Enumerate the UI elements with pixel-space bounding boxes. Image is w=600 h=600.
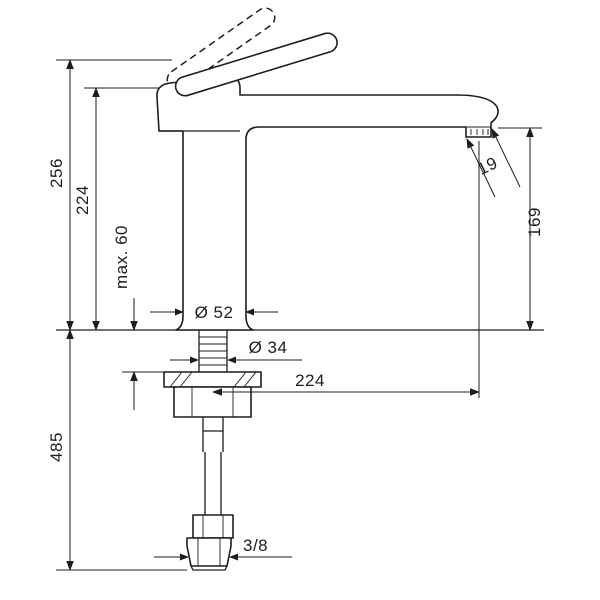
- dim-label-connection-thread: 3/8: [243, 536, 268, 555]
- connector-nut-facets: [197, 538, 221, 566]
- dim-upper-height: 224: [73, 87, 160, 331]
- dim-max-counter-thickness: max. 60: [112, 225, 164, 410]
- handle-lever: [174, 32, 338, 97]
- dim-arrow-right: [227, 356, 236, 364]
- dim-outlet-offset: 19: [466, 128, 521, 198]
- dim-below-counter-length: 485: [47, 329, 187, 571]
- dim-spout-reach: 224: [212, 141, 480, 398]
- dim-arrow-left: [175, 308, 184, 316]
- hose-connector-nut: [186, 537, 232, 567]
- dim-label-outlet-height: 169: [525, 207, 544, 237]
- shank-thread-lines: [199, 336, 227, 366]
- dim-arrow-left: [190, 356, 199, 364]
- dim-label-max-counter-thickness: max. 60: [112, 225, 131, 289]
- spout-aerator: [466, 126, 491, 135]
- dim-shank-diameter: Ø 34: [170, 338, 302, 364]
- dim-label-upper-height: 224: [73, 185, 92, 215]
- connection-stem: [202, 417, 224, 452]
- hex-fitting-facets: [202, 515, 224, 538]
- under-counter-assembly: [163, 330, 262, 571]
- dim-connection-thread: 3/8: [154, 536, 292, 561]
- dim-label-below-counter-length: 485: [47, 432, 66, 462]
- dim-label-shank-diameter: Ø 34: [249, 338, 288, 357]
- dim-label-base-diameter: Ø 52: [195, 303, 234, 322]
- dim-label-spout-reach: 224: [295, 371, 325, 390]
- dim-base-diameter: Ø 52: [150, 303, 278, 322]
- washer-hatch: [169, 371, 257, 388]
- dim-label-outlet-offset: 19: [474, 153, 500, 179]
- dim-line-a: [466, 138, 496, 198]
- hose-hex-fitting: [192, 514, 234, 539]
- connector-nut-bottom: [190, 565, 228, 571]
- dim-arrow-right: [229, 553, 238, 561]
- mounting-washer: [163, 371, 262, 388]
- dim-arrow-left: [180, 553, 189, 561]
- faucet-body-and-spout: [156, 76, 499, 331]
- dim-total-height: 256: [47, 59, 172, 331]
- dim-arrow-right: [245, 308, 254, 316]
- faucet-outline: [156, 7, 499, 331]
- supply-hose: [204, 452, 222, 515]
- dim-line-b: [491, 128, 521, 188]
- dim-label-total-height: 256: [47, 158, 66, 188]
- dim-outlet-height: 169: [498, 127, 544, 331]
